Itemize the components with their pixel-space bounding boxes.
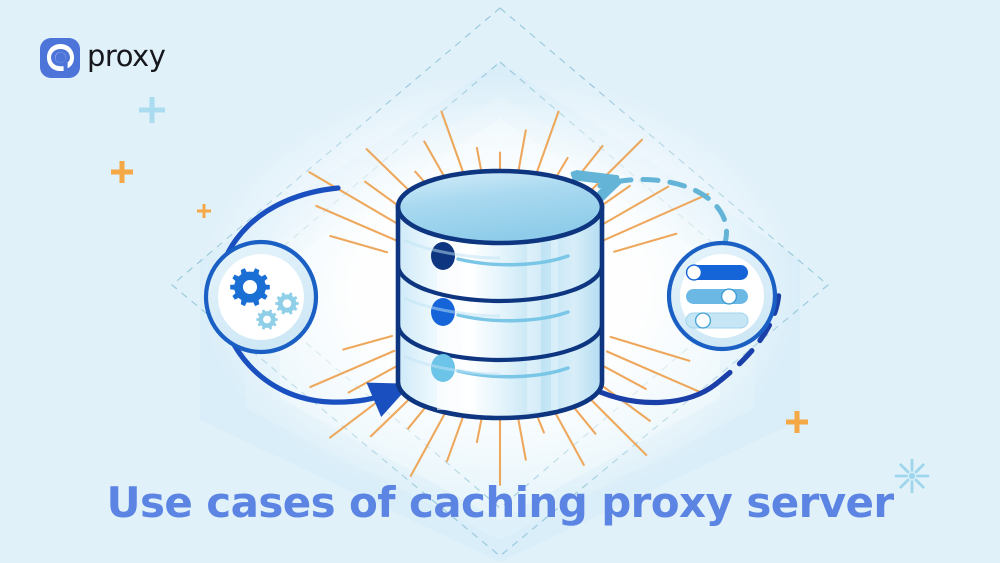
plus-decoration-orange-small — [197, 204, 211, 218]
slider-row-1[interactable] — [685, 264, 748, 281]
brand-logo[interactable]: proxy — [40, 38, 166, 78]
status-dot-tier-1 — [431, 242, 570, 270]
dashed-flow-arrow-outer — [597, 287, 782, 406]
database-cylinder[interactable] — [395, 168, 605, 421]
cylinder-tier-sheen — [403, 238, 501, 376]
plus-decoration-blue-large — [139, 97, 165, 123]
settings-sliders-node[interactable] — [666, 240, 778, 352]
ray — [329, 234, 389, 254]
sparkle-decoration-blue — [894, 458, 930, 494]
decorative-marks — [111, 97, 930, 494]
ray — [309, 349, 396, 389]
ray — [308, 171, 406, 229]
status-dot-tier-2 — [431, 298, 570, 326]
dashed-return-arrow — [600, 179, 729, 249]
tier-divider-1 — [395, 264, 605, 304]
slider-row-3[interactable] — [685, 312, 749, 329]
ray — [342, 334, 394, 351]
cylinder-top — [395, 168, 605, 246]
proxy-logo-icon — [40, 38, 80, 78]
gear-large-icon — [230, 268, 270, 307]
ray — [605, 350, 704, 394]
ray — [613, 232, 678, 253]
plus-decoration-orange-right — [786, 411, 808, 433]
ray — [609, 335, 691, 362]
page-title: Use cases of caching proxy server — [106, 478, 894, 527]
plus-decoration-orange-medium — [111, 161, 133, 183]
ray — [315, 204, 400, 243]
gear-small-icon — [256, 309, 278, 330]
gear-medium-icon — [275, 292, 299, 315]
brand-name: proxy — [87, 39, 166, 73]
slider-row-2[interactable] — [686, 288, 748, 305]
gears-node[interactable] — [203, 239, 319, 355]
tier-divider-2 — [395, 323, 605, 363]
ray — [590, 185, 670, 232]
ray — [602, 193, 710, 242]
